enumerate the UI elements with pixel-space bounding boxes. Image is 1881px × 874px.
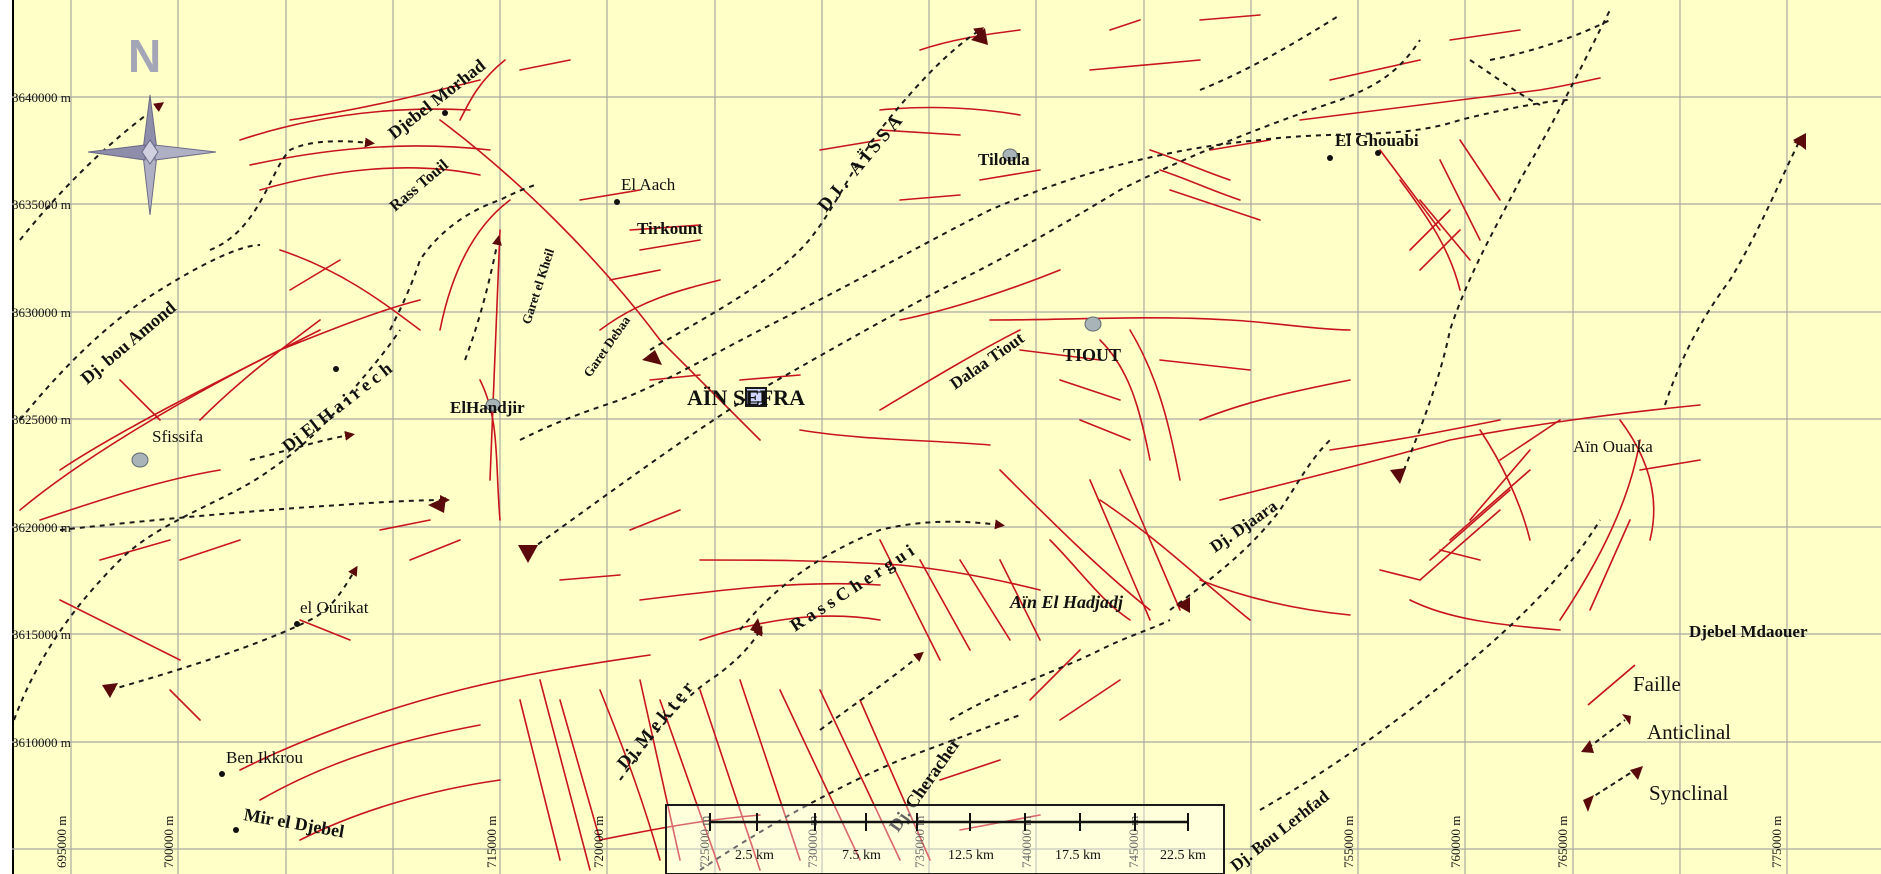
- x-tick-label: 755000 m: [1341, 816, 1356, 868]
- legend-anticlinal-label: Anticlinal: [1647, 720, 1731, 744]
- scale-label: 22.5 km: [1160, 848, 1206, 863]
- fold-arrowheads: [102, 28, 1806, 698]
- scale-label: 12.5 km: [948, 848, 994, 863]
- north-label: N: [128, 30, 161, 82]
- scale-label: 2.5 km: [735, 848, 774, 863]
- y-tick-label: 3635000 m: [12, 197, 71, 212]
- label-dj-mekter: Dj. M e k t e r: [613, 677, 697, 772]
- label-rass-chergui: R a s s C h e r g u i: [786, 540, 917, 635]
- town-marker-inner: [749, 391, 763, 403]
- label-ain-sefra: AÏN SEFRA: [687, 385, 805, 410]
- label-ain-ouarka: Aïn Ouarka: [1573, 437, 1653, 456]
- y-tick-label: 3610000 m: [12, 735, 71, 750]
- legend-synclinal-arrow-left: [1583, 795, 1594, 812]
- x-tick-label: 720000 m: [591, 816, 606, 868]
- legend-faille-label: Faille: [1633, 672, 1681, 696]
- label-dalaa-tiout: Dalaa Tiout: [946, 328, 1027, 393]
- label-rass-touil: Rass Touil: [387, 156, 453, 215]
- x-tick-label: 715000 m: [484, 816, 499, 868]
- legend-synclinal-arrow-right: [1630, 766, 1643, 780]
- label-djebel-mdaouer: Djebel Mdaouer: [1689, 622, 1808, 641]
- legend-anticlinal-arrow-right: [1622, 714, 1631, 725]
- scale-bar: 2.5 km 7.5 km 12.5 km 17.5 km 22.5 km: [665, 804, 1225, 874]
- label-el-ghouabi: El Ghouabi: [1335, 131, 1419, 150]
- x-tick-label: 740000 m: [1019, 816, 1034, 868]
- y-tick-label: 3630000 m: [12, 305, 71, 320]
- label-elhandjir: ElHandjir: [450, 398, 525, 417]
- label-ain-el-hadjadj: Aïn El Hadjadj: [1009, 592, 1124, 612]
- fault-lines: [19, 14, 1701, 871]
- x-tick-label: 725000 m: [697, 816, 712, 868]
- x-tick-label: 695000 m: [54, 816, 69, 868]
- coordinate-grid: [12, 0, 1881, 874]
- label-dj-djaara: Dj. Djaara: [1206, 496, 1281, 556]
- x-tick-label: 760000 m: [1448, 816, 1463, 868]
- scale-label: 17.5 km: [1055, 848, 1101, 863]
- label-el-aach: El Aach: [621, 175, 676, 194]
- y-axis-labels: 3640000 m 3635000 m 3630000 m 3625000 m …: [12, 90, 71, 750]
- label-el-ourikat: el Ourikat: [300, 598, 369, 617]
- y-tick-label: 3620000 m: [12, 520, 71, 535]
- legend-anticlinal-arrow-left: [1581, 740, 1594, 753]
- north-arrow: N: [87, 30, 217, 216]
- x-tick-label: 700000 m: [161, 816, 176, 868]
- scale-label: 7.5 km: [842, 848, 881, 863]
- label-tiloula: Tiloula: [978, 150, 1030, 169]
- label-sfissifa: Sfissifa: [152, 427, 203, 446]
- x-tick-label: 745000 m: [1126, 816, 1141, 868]
- label-mir-el-djebel: Mir el Djebel: [242, 804, 346, 841]
- legend: Faille Anticlinal Synclinal: [1581, 664, 1731, 812]
- label-dj-el-hairech: Dj El H a i r e c h: [278, 358, 396, 456]
- legend-synclinal-label: Synclinal: [1649, 781, 1728, 805]
- fold-axes: [13, 9, 1803, 871]
- x-tick-label: 735000 m: [912, 816, 927, 868]
- y-tick-label: 3625000 m: [12, 412, 71, 427]
- label-tiout: TIOUT: [1063, 345, 1121, 365]
- y-tick-label: 3615000 m: [12, 627, 71, 642]
- x-tick-label: 765000 m: [1555, 816, 1570, 868]
- label-garet-el-kheil: Garet el Kheil: [519, 246, 558, 326]
- legend-fault-symbol: [1587, 664, 1636, 706]
- label-tirkount: Tirkount: [637, 219, 703, 238]
- label-ben-ikkrou: Ben Ikkrou: [226, 748, 303, 767]
- y-tick-label: 3640000 m: [12, 90, 71, 105]
- label-dj-aissa: DJ. AÏSSA: [814, 108, 910, 216]
- map-background: [12, 0, 1881, 874]
- x-axis-labels: 695000 m 700000 m 715000 m 720000 m 7250…: [54, 816, 1784, 868]
- x-tick-label: 730000 m: [805, 816, 820, 868]
- village-markers: [131, 148, 1102, 468]
- place-labels: Djebel Morhad Rass Touil DJ. AÏSSA Tilou…: [77, 55, 1808, 874]
- locality-dots: [219, 110, 1381, 833]
- x-tick-label: 775000 m: [1769, 816, 1784, 868]
